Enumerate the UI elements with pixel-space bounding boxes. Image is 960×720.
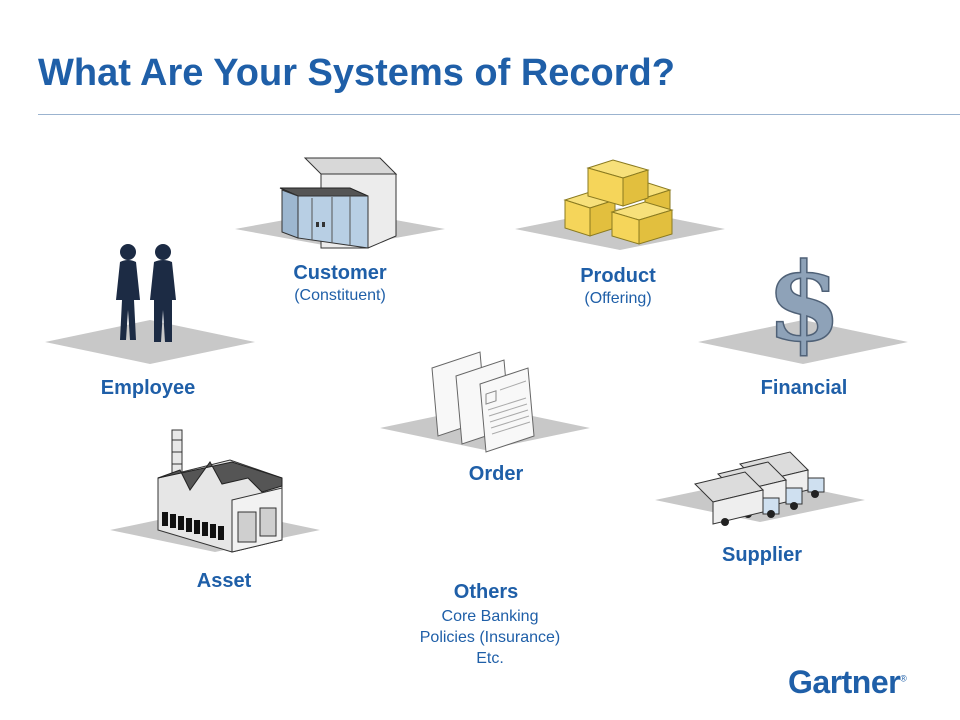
dollar-sign-icon: $ (698, 239, 908, 367)
others-item-3: Etc. (476, 650, 504, 667)
customer-building-icon (235, 157, 445, 249)
others-item-1: Core Banking (441, 608, 539, 625)
product-sublabel: (Offering) (584, 290, 652, 307)
others-label: Others (453, 581, 519, 603)
employee-people-icon (45, 244, 255, 364)
product-label: Product (580, 265, 656, 287)
page-title: What Are Your Systems of Record? (38, 52, 675, 94)
gartner-logo: Gartner® (788, 664, 907, 701)
employee-label: Employee (100, 377, 196, 399)
title-divider (38, 114, 960, 115)
svg-text:$: $ (766, 240, 841, 366)
supplier-label: Supplier (721, 544, 802, 566)
financial-label: Financial (760, 377, 848, 399)
order-label: Order (468, 463, 524, 485)
asset-label: Asset (196, 570, 252, 592)
customer-sublabel: (Constituent) (294, 287, 386, 304)
registered-mark: ® (900, 673, 907, 684)
logo-text: Gartner (788, 664, 901, 700)
others-item-2: Policies (Insurance) (419, 629, 561, 646)
supplier-trucks-icon (655, 451, 865, 526)
order-documents-icon (380, 351, 590, 453)
asset-factory-icon (110, 429, 320, 553)
customer-label: Customer (293, 262, 387, 284)
product-boxes-icon (515, 159, 725, 250)
